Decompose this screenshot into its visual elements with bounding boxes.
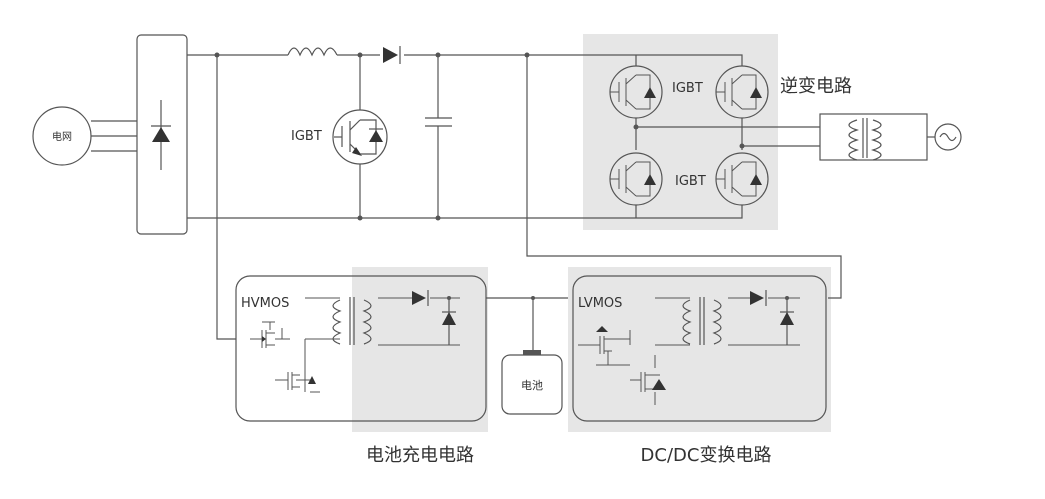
dc-link-capacitor: [425, 55, 452, 218]
hv-feed: [216, 55, 236, 340]
boost-igbt-label: IGBT: [291, 129, 322, 144]
ac-load: [927, 123, 962, 151]
charging-circuit-box: [235, 275, 487, 422]
dcdc-circuit-internal: [578, 290, 800, 405]
charging-label: 电池充电电路: [366, 445, 474, 466]
boost-inductor: [287, 47, 338, 57]
grid-label: 电网: [52, 130, 72, 143]
battery: 电池: [501, 350, 563, 415]
inverter-igbt-label-top: IGBT: [672, 81, 703, 96]
dcdc-circuit-box: [572, 275, 827, 422]
inverter-bridge: [583, 54, 820, 219]
grid-source: 电网: [32, 106, 137, 166]
dcdc-region: [568, 267, 831, 432]
dcdc-label: DC/DC变换电路: [641, 445, 772, 466]
lvmos-label: LVMOS: [578, 296, 622, 311]
charging-circuit-internal: [250, 290, 460, 393]
hvmos-label: HVMOS: [241, 296, 289, 311]
output-transformer: [819, 113, 928, 161]
inverter-region: [583, 34, 778, 230]
inverter-igbt-label-bottom: IGBT: [675, 174, 706, 189]
charging-transformer-region: [352, 267, 488, 432]
boost-igbt: [332, 55, 388, 218]
dcdc-feed: [526, 55, 842, 299]
rectifier-block: [136, 34, 188, 235]
boost-diode: [383, 46, 401, 64]
inverter-label: 逆变电路: [780, 76, 852, 97]
battery-label: 电池: [521, 379, 543, 392]
